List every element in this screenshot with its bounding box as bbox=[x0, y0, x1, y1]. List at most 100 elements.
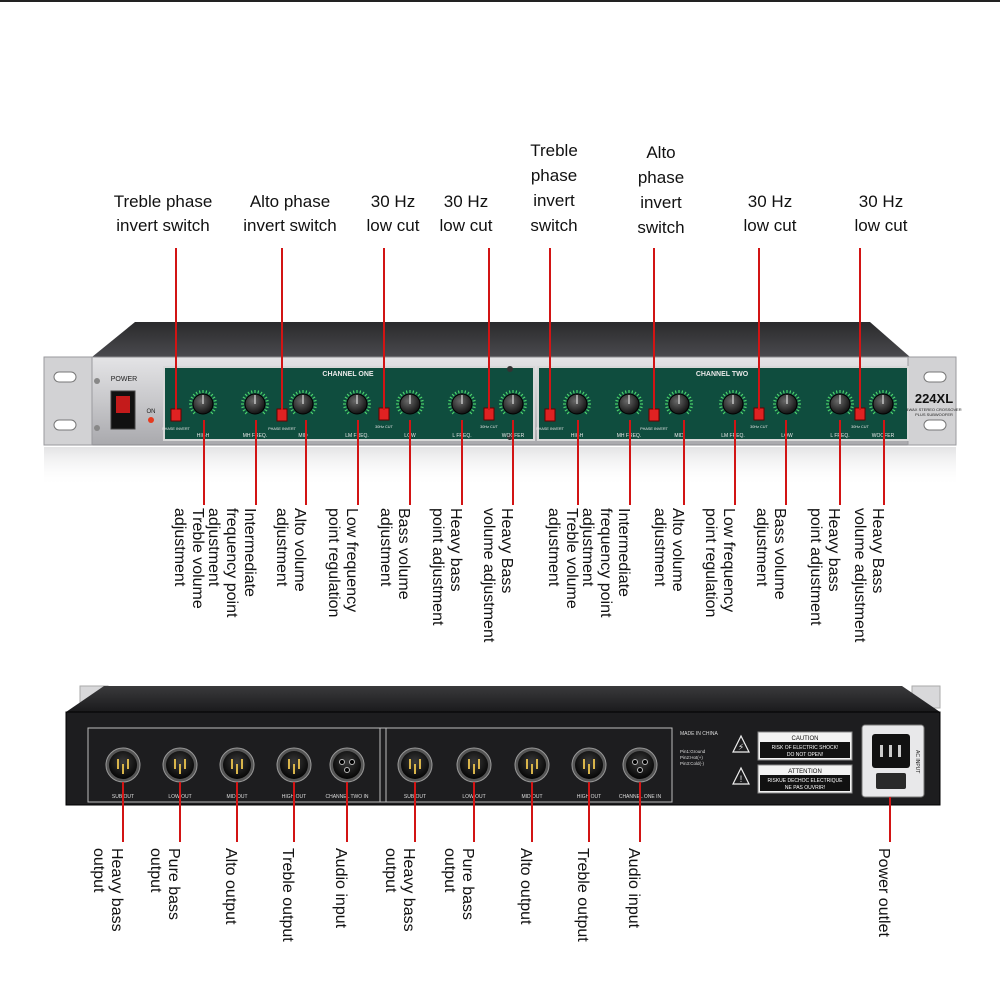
leader-line bbox=[293, 782, 295, 842]
power-label: POWER bbox=[111, 376, 137, 383]
label-line: Power outlet bbox=[875, 848, 892, 937]
knob-label: HIGH bbox=[197, 433, 210, 439]
label-line: adjustment bbox=[377, 508, 394, 587]
svg-text:PHASE INVERT: PHASE INVERT bbox=[640, 427, 668, 431]
label-line: Low frequency bbox=[720, 508, 737, 613]
label-line: volume adjustment bbox=[480, 508, 497, 643]
model-subtitle-2: PLUS SUBWOOFER bbox=[915, 412, 953, 417]
leader-line bbox=[305, 420, 307, 505]
knob-label: MH FREQ. bbox=[617, 433, 641, 439]
xlr-output-jack[interactable]: LOW OUT bbox=[456, 747, 492, 800]
leader-line bbox=[653, 248, 655, 410]
leader-line bbox=[122, 782, 124, 842]
front-top-label: Alto phase invert switch bbox=[243, 192, 337, 235]
label-line: output bbox=[90, 848, 107, 893]
rear-bottom-label: Alto output bbox=[221, 848, 239, 925]
leader-line bbox=[639, 782, 641, 842]
label-line: Bass volume bbox=[771, 508, 788, 600]
xlr-output-jack[interactable]: LOW OUT bbox=[162, 747, 198, 800]
leader-line bbox=[588, 782, 590, 842]
label-line: Bass volume bbox=[395, 508, 412, 600]
shock-warning-icon bbox=[732, 734, 750, 753]
leader-line bbox=[531, 782, 533, 842]
rear-bottom-label: Power outlet bbox=[874, 848, 892, 937]
leader-line bbox=[255, 420, 257, 505]
knob-ch2-3[interactable]: MID bbox=[665, 390, 693, 439]
rear-bottom-label: Alto output bbox=[516, 848, 534, 925]
knob-ch1-2[interactable]: MH FREQ. bbox=[241, 390, 269, 439]
pin-note-2: Pin2:Hot(+) bbox=[680, 755, 703, 760]
knob-ch2-5[interactable]: LOW bbox=[773, 390, 801, 439]
label-line: adjustment bbox=[753, 508, 770, 587]
leader-line bbox=[577, 420, 579, 505]
label-line: Alto volume bbox=[669, 508, 686, 592]
attention-line-2: NE PAS OUVRIR! bbox=[785, 785, 825, 791]
label-line: adjustment bbox=[205, 508, 222, 587]
top-border bbox=[0, 0, 1000, 2]
leader-line bbox=[859, 248, 861, 410]
attention-line-1: RISKUE DECHOC ELECTRIQUE bbox=[767, 778, 843, 784]
svg-text:30Hz CUT: 30Hz CUT bbox=[750, 425, 768, 429]
knob-ch2-4[interactable]: LM FREQ. bbox=[719, 390, 747, 439]
rear-bottom-label: Treble output bbox=[573, 848, 591, 942]
label-line: output bbox=[382, 848, 399, 893]
knob-ch2-7[interactable]: WOOFER bbox=[869, 390, 897, 439]
label-line: Treble output bbox=[574, 848, 591, 942]
leader-line bbox=[281, 248, 283, 410]
leader-line bbox=[383, 248, 385, 410]
label-line: adjustment bbox=[545, 508, 562, 587]
xlr-output-jack[interactable]: SUB OUT bbox=[397, 747, 433, 800]
label-line: Audio input bbox=[625, 848, 642, 929]
knob-ch1-3[interactable]: MID bbox=[289, 390, 317, 439]
label-line: Heavy bass bbox=[400, 848, 417, 932]
label-line: Low frequency bbox=[343, 508, 360, 613]
attention-title: ATTENTION bbox=[788, 769, 822, 775]
xlr-output-jack[interactable]: MID OUT bbox=[514, 747, 550, 800]
leader-line bbox=[179, 782, 181, 842]
caution-line-1: RISK OF ELECTRIC SHOCK! bbox=[772, 745, 839, 751]
svg-text:30Hz CUT: 30Hz CUT bbox=[851, 425, 869, 429]
label-line: frequency point bbox=[223, 508, 240, 618]
xlr-output-jack[interactable]: SUB OUT bbox=[105, 747, 141, 800]
leader-line bbox=[473, 782, 475, 842]
knob-label: HIGH bbox=[571, 433, 584, 439]
label-line: adjustment bbox=[171, 508, 188, 587]
leader-line bbox=[549, 248, 551, 410]
fuse-drawer[interactable] bbox=[876, 773, 906, 789]
svg-text:30Hz CUT: 30Hz CUT bbox=[375, 425, 393, 429]
model-name: 224XL bbox=[915, 391, 953, 406]
knob-label: LM FREQ. bbox=[345, 433, 369, 439]
leader-line bbox=[414, 782, 416, 842]
rear-top-lid bbox=[66, 686, 940, 712]
rear-bottom-label: Treble output bbox=[278, 848, 296, 942]
knob-label: MID bbox=[674, 433, 684, 439]
power-on-label: ON bbox=[147, 409, 156, 415]
front-top-label: 30 Hz low cut bbox=[743, 192, 797, 235]
ac-input-label: AC INPUT bbox=[914, 750, 920, 773]
leader-line bbox=[488, 248, 490, 410]
channel-one-title: CHANNEL ONE bbox=[322, 371, 374, 378]
front-top-label: Treble phase invert switch bbox=[530, 141, 578, 235]
label-line: point regulation bbox=[702, 508, 719, 618]
knob-ch1-4[interactable]: LM FREQ. bbox=[343, 390, 371, 439]
knob-ch1-1[interactable]: HIGH bbox=[189, 390, 217, 439]
knob-ch2-2[interactable]: MH FREQ. bbox=[615, 390, 643, 439]
leader-line bbox=[785, 420, 787, 505]
label-line: Alto output bbox=[517, 848, 534, 925]
label-line: Treble volume bbox=[563, 508, 580, 609]
label-line: output bbox=[147, 848, 164, 893]
label-line: Alto volume bbox=[291, 508, 308, 592]
front-top-lid bbox=[92, 322, 910, 357]
leader-line bbox=[889, 797, 891, 842]
knob-ch2-1[interactable]: HIGH bbox=[563, 390, 591, 439]
front-top-label: Treble phase invert switch bbox=[113, 192, 213, 235]
leader-line bbox=[203, 420, 205, 505]
